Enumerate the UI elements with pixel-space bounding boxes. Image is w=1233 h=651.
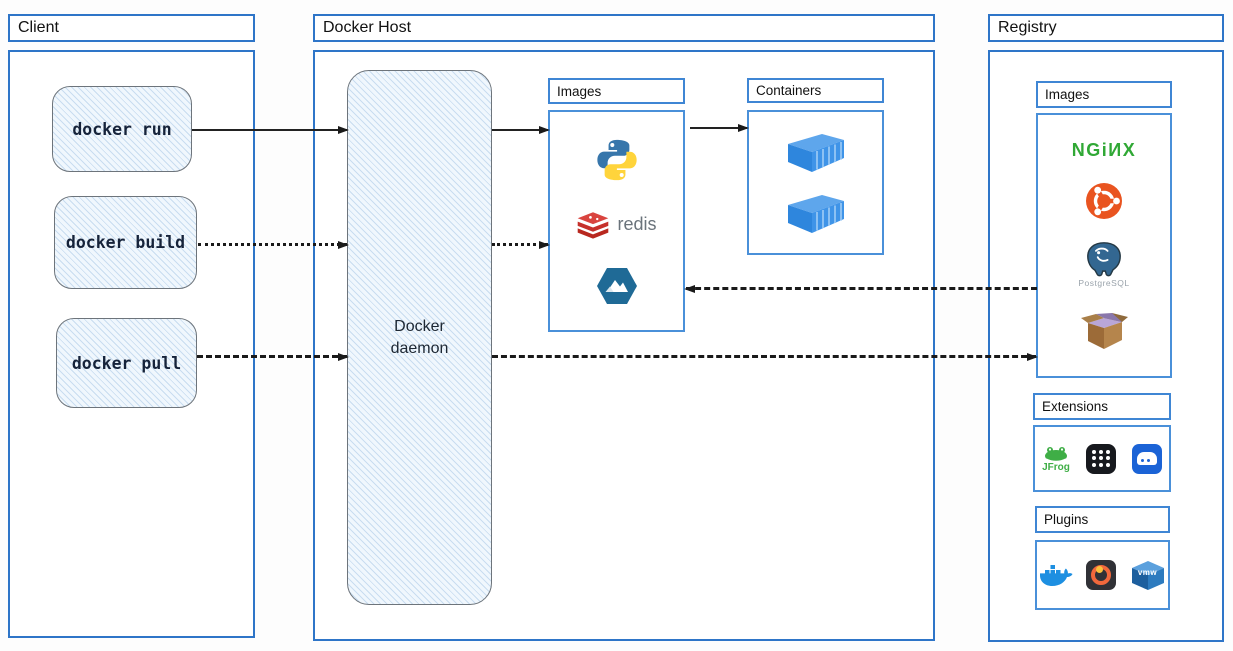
docker-build-label: docker build <box>65 233 186 252</box>
registry-images-panel: NGiИX PostgreSQL <box>1036 113 1172 378</box>
extensions-titlebar: Extensions <box>1033 393 1171 420</box>
grafana-icon <box>1085 560 1116 590</box>
postgresql-logo: PostgreSQL <box>1078 241 1129 288</box>
extensions-panel: JFrog <box>1033 425 1171 492</box>
docker-run-label: docker run <box>72 119 172 139</box>
arrow-docker-run-to-daemon <box>192 125 349 134</box>
arrow-daemon-to-images <box>492 125 550 134</box>
containers-panel <box>747 110 884 255</box>
ubuntu-icon <box>1086 182 1122 219</box>
plugins-title: Plugins <box>1044 512 1089 527</box>
nginx-logo: NGiИX <box>1071 139 1137 160</box>
arrow-images-to-containers <box>690 123 749 132</box>
docker-host-title: Docker Host <box>323 19 412 36</box>
host-images-title: Images <box>557 83 602 99</box>
arrow-docker-pull-to-daemon <box>197 352 349 361</box>
registry-images-titlebar: Images <box>1036 81 1172 108</box>
python-icon <box>596 140 637 181</box>
redis-label: redis <box>617 214 657 235</box>
vmware-icon: vmw <box>1128 558 1168 592</box>
docker-pull-label: docker pull <box>71 353 182 373</box>
docker-host-titlebar: Docker Host <box>313 14 935 42</box>
registry-images-title: Images <box>1045 87 1090 102</box>
app-grid-icon <box>1086 443 1116 474</box>
vmware-cube-icon <box>1131 561 1164 590</box>
client-titlebar: Client <box>8 14 255 42</box>
docker-daemon-node: Docker daemon <box>347 70 492 605</box>
plugins-panel: vmw <box>1035 540 1170 610</box>
redis-icon <box>578 212 609 239</box>
arrow-daemon-to-registry <box>492 352 1038 361</box>
jfrog-label: JFrog <box>1042 461 1070 473</box>
alpine-icon <box>596 267 637 304</box>
container-icon <box>787 134 844 173</box>
docker-daemon-label: Docker daemon <box>390 317 449 357</box>
containers-title: Containers <box>756 83 822 98</box>
vmware-label: vmw <box>1137 568 1158 577</box>
arrow-registry-to-images <box>684 284 1037 293</box>
busybox-icon <box>1081 313 1128 350</box>
extensions-title: Extensions <box>1042 399 1109 414</box>
arrow-docker-build-to-daemon <box>198 240 349 249</box>
docker-whale-icon <box>1039 565 1072 586</box>
redis-logo: redis <box>576 210 657 240</box>
host-images-titlebar: Images <box>548 78 685 104</box>
postgresql-label: PostgreSQL <box>1078 278 1130 289</box>
docker-run-node: docker run <box>52 86 192 172</box>
postgresql-icon <box>1087 242 1121 277</box>
app-drive-icon <box>1132 443 1162 474</box>
host-images-panel: redis <box>548 110 685 332</box>
docker-pull-node: docker pull <box>56 318 197 408</box>
arrow-daemon-to-images-build <box>492 240 550 249</box>
registry-title: Registry <box>998 19 1057 36</box>
docker-build-node: docker build <box>54 196 197 289</box>
registry-titlebar: Registry <box>988 14 1224 42</box>
container-icon <box>787 194 844 233</box>
containers-titlebar: Containers <box>747 78 884 103</box>
jfrog-icon <box>1045 446 1067 462</box>
plugins-titlebar: Plugins <box>1035 506 1170 533</box>
client-title: Client <box>18 19 59 36</box>
jfrog-logo: JFrog <box>1042 445 1070 473</box>
